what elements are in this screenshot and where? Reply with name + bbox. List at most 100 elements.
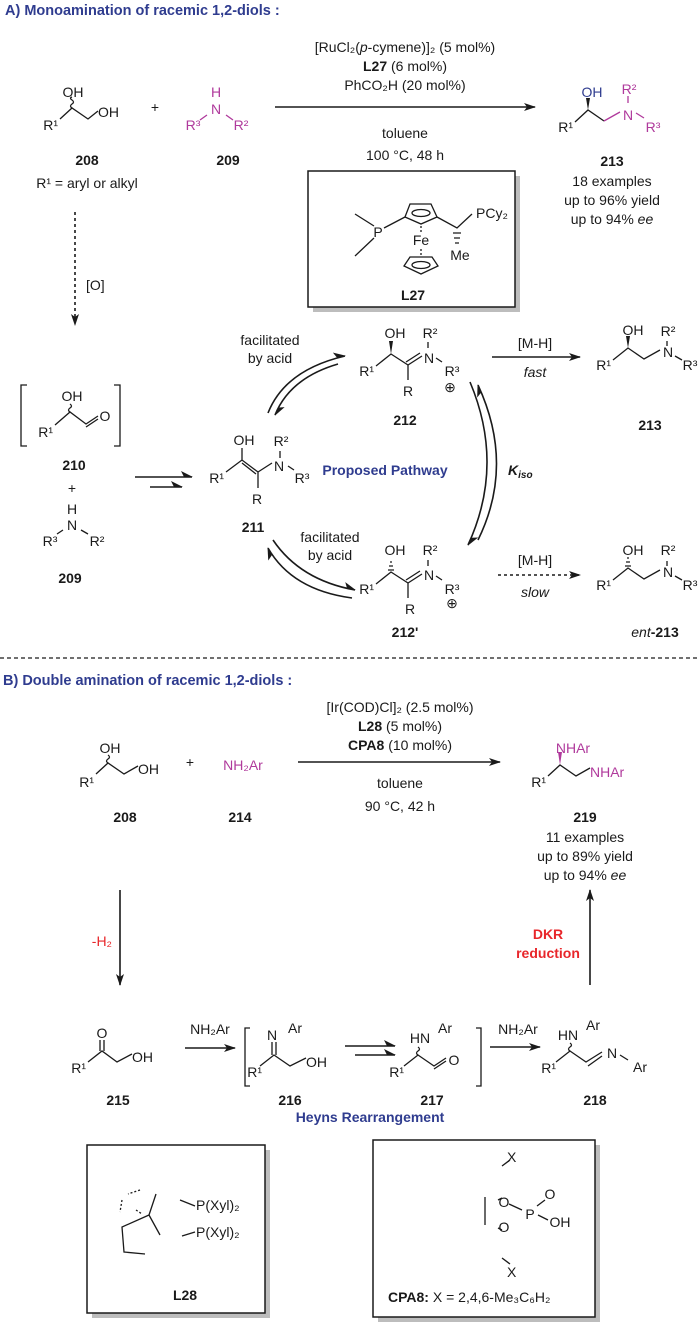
r-label: R (405, 601, 415, 617)
oh-label: OH (63, 84, 84, 100)
r1-label: R¹ (209, 470, 224, 486)
positive-charge: ⊕ (444, 379, 456, 395)
ee-text: up to 94% ee (571, 211, 654, 227)
section-a-title: A) Monoamination of racemic 1,2-diols : (5, 3, 280, 19)
compound-label: 211 (242, 519, 265, 535)
oh-label: OH (550, 1214, 571, 1230)
aniline-formula: NH₂Ar (223, 757, 263, 773)
r2-label: R² (661, 323, 676, 339)
r1-label: R¹ (531, 774, 546, 790)
o-label: O (100, 408, 111, 424)
r3-label: R³ (295, 470, 310, 486)
compound-label: 216 (278, 1092, 302, 1108)
compound-label: 209 (216, 152, 240, 168)
r-label: R (403, 383, 413, 399)
amine-209: H N R³ R² 209 (186, 84, 249, 168)
r1-label: R¹ (247, 1064, 262, 1080)
r1-label: R¹ (71, 1060, 86, 1076)
oh-label: OH (132, 1049, 153, 1065)
hn-label: HN (410, 1030, 430, 1046)
dkr-label: DKR (533, 926, 563, 942)
kiso-label: Kiso (508, 462, 533, 481)
catalyst-condition: [RuCl₂(p-cymene)]₂ (5 mol%) (315, 39, 495, 55)
heyns-rearrangement-label: Heyns Rearrangement (296, 1109, 445, 1125)
oh-label: OH (385, 325, 406, 341)
plus-sign: + (151, 99, 159, 115)
r2-label: R² (90, 533, 105, 549)
r2-label: R² (622, 81, 637, 97)
r3-label: R³ (683, 357, 698, 373)
r3-label: R³ (186, 117, 201, 133)
r3-label: R³ (445, 363, 460, 379)
compound-label: 212 (393, 412, 417, 428)
oh-label: OH (62, 388, 83, 404)
compound-label: 208 (113, 809, 137, 825)
examples-count: 18 examples (572, 173, 651, 189)
n-label: N (274, 458, 284, 474)
aldehyde-210: OH R¹ O 210 (20, 384, 121, 473)
imine-216: N Ar R¹ OH 216 (247, 1020, 327, 1108)
curved-arrow-to-212 (267, 352, 346, 414)
solvent-condition: toluene (377, 775, 423, 791)
o-label: O (499, 1219, 510, 1235)
solvent-condition: toluene (382, 125, 428, 141)
r1-label: R¹ (79, 774, 94, 790)
oh-label: OH (100, 740, 121, 756)
n-label: N (663, 564, 673, 580)
proposed-pathway-label: Proposed Pathway (322, 462, 447, 478)
r1-label: R¹ (389, 1064, 404, 1080)
curved-arrow-to-211-lower (267, 547, 353, 599)
iminium-212-prime: OH R² N R¹ R³ R ⊕ 212' (359, 542, 460, 640)
ligand-label: L28 (173, 1287, 197, 1303)
p-label: P (373, 224, 382, 240)
o-label: O (97, 1025, 108, 1041)
r3-label: R³ (43, 533, 58, 549)
temperature-condition: 90 °C, 42 h (365, 798, 435, 814)
r1-label: R¹ (38, 424, 53, 440)
diimine-218: HN Ar R¹ N Ar 218 (541, 1017, 647, 1108)
ligand-label: L27 (401, 287, 425, 303)
iminium-212: OH R² N R¹ R³ R ⊕ 212 (359, 325, 460, 428)
n-label: N (424, 567, 434, 583)
pcy2-label: PCy₂ (476, 205, 508, 221)
n-label: N (623, 107, 633, 123)
r2-label: R² (423, 542, 438, 558)
intermediate-brackets (244, 1027, 482, 1087)
compound-label: 209 (58, 570, 82, 586)
oh-label: OH (98, 104, 119, 120)
ar-label: Ar (633, 1059, 647, 1075)
r1-label: R¹ (558, 119, 573, 135)
r3-label: R³ (646, 119, 661, 135)
isomerization-arrow-down (467, 381, 488, 546)
phosphine-label: P(Xyl)₂ (196, 1224, 240, 1240)
catalyst-definition: CPA8: X = 2,4,6-Me₃C₆H₂ (388, 1289, 550, 1305)
catalyst-condition: [Ir(COD)Cl]₂ (2.5 mol%) (327, 699, 474, 715)
r3-label: R³ (683, 577, 698, 593)
ligand-l28-box: P(Xyl)₂ P(Xyl)₂ L28 (86, 1144, 270, 1318)
section-b-title: B) Double amination of racemic 1,2-diols… (3, 673, 292, 689)
reagent-label: [M-H] (518, 552, 552, 568)
aminoaldehyde-217: HN Ar R¹ O 217 (389, 1020, 459, 1108)
oh-label: OH (138, 761, 159, 777)
ee-text: up to 94% ee (544, 867, 627, 883)
yield-text: up to 96% yield (564, 192, 660, 208)
enamine-211: OH R² N R¹ R³ R 211 (209, 432, 310, 535)
isomerization-arrow-up (477, 384, 498, 541)
oh-label: OH (623, 542, 644, 558)
dkr-label: reduction (516, 945, 580, 961)
phosphine-label: P(Xyl)₂ (196, 1197, 240, 1213)
p-label: P (525, 1206, 534, 1222)
ar-label: Ar (586, 1017, 600, 1033)
ketone-215: O OH R¹ 215 (71, 1025, 153, 1108)
product-219: NHAr NHAr R¹ 219 11 examples up to 89% y… (531, 740, 633, 883)
dehydrogenation-label: -H₂ (92, 933, 112, 949)
rate-label: slow (521, 584, 550, 600)
compound-label: 213 (600, 153, 624, 169)
substituent-note: R¹ = aryl or alkyl (36, 175, 138, 191)
reagent-label: NH₂Ar (190, 1021, 230, 1037)
temperature-condition: 100 °C, 48 h (366, 147, 444, 163)
compound-label: 213 (638, 417, 662, 433)
acid-condition: PhCO₂H (20 mol%) (344, 77, 465, 93)
ligand-l27-box: P Fe PCy₂ Me L27 (307, 170, 520, 312)
